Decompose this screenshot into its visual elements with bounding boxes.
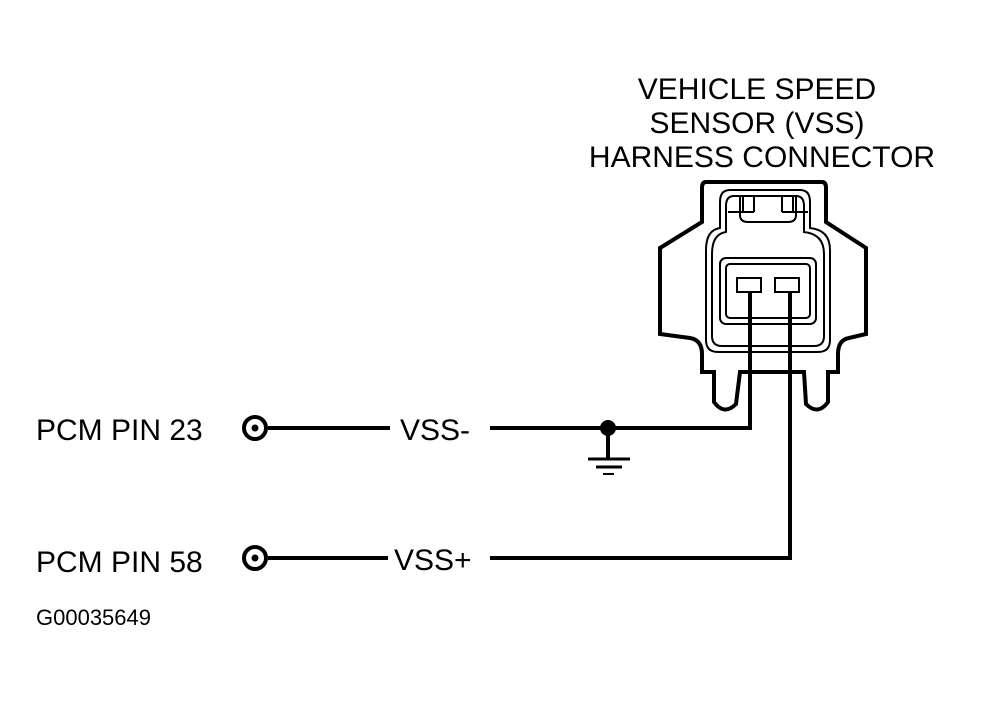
wire-vss-minus (490, 292, 752, 430)
connector-title-line-3: HARNESS CONNECTOR (589, 141, 935, 174)
connector-title-line-1: VEHICLE SPEED (638, 73, 876, 106)
harness-connector-icon (658, 180, 868, 412)
vss-plus-label: VSS+ (394, 544, 472, 577)
pin-terminal-2 (774, 277, 800, 293)
connector-title-line-2: SENSOR (VSS) (649, 107, 864, 140)
wire-vss-plus (490, 292, 792, 560)
pcm-pin-58-label: PCM PIN 58 (36, 546, 203, 579)
pin-terminal-1 (736, 277, 762, 293)
ground-icon (588, 420, 630, 475)
figure-id: G00035649 (36, 605, 151, 630)
pcm-terminal-icon-pin-23 (242, 415, 268, 441)
pcm-terminal-icon-pin-58 (242, 545, 268, 571)
vss-minus-label: VSS- (400, 414, 470, 447)
pcm-pin-23-label: PCM PIN 23 (36, 414, 203, 447)
